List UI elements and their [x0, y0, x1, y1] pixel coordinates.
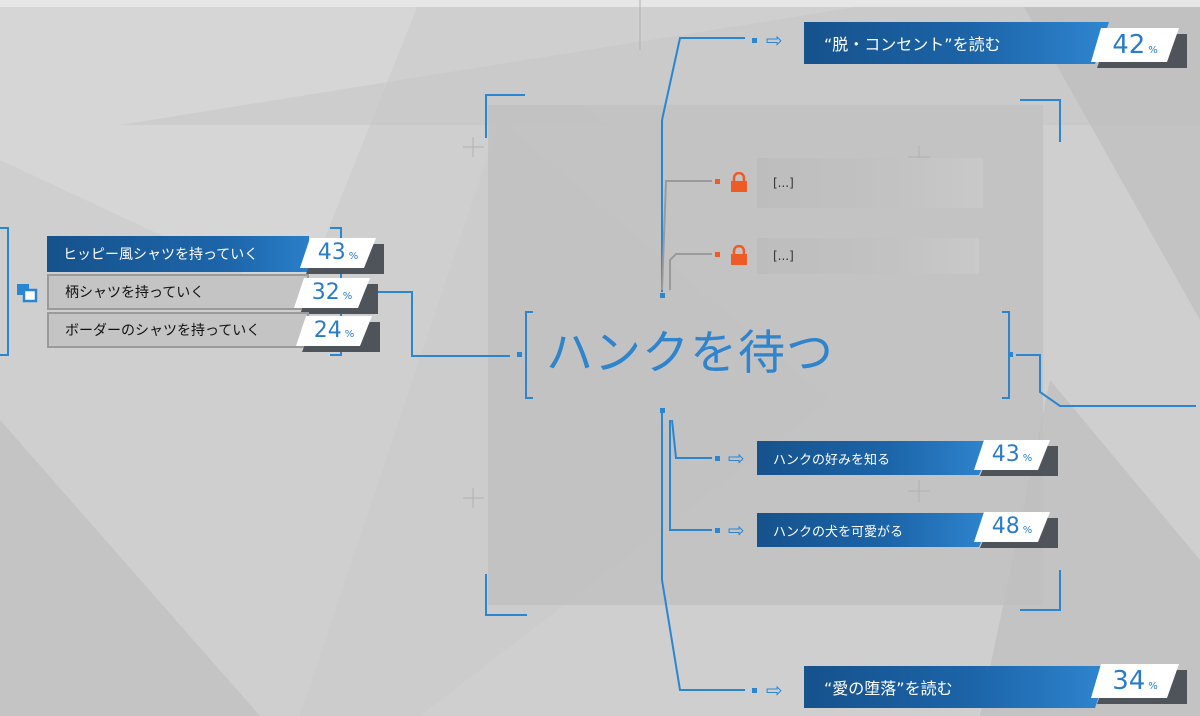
option-hippie-shirt[interactable]: ヒッピー風シャツを持っていく — [47, 236, 309, 272]
percent-unit: % — [1148, 45, 1158, 56]
arrow-right-icon: ⇨ — [766, 678, 783, 702]
connector-dot — [752, 688, 757, 693]
locked-option: [...] — [757, 238, 979, 274]
percent-tag: 43% — [300, 238, 384, 274]
locked-option-label: [...] — [773, 176, 794, 190]
option-patterned-shirt[interactable]: 柄シャツを持っていく — [47, 274, 309, 310]
stacked-squares-icon — [17, 284, 38, 303]
option-hank-preferences[interactable]: ハンクの好みを知る — [757, 441, 993, 475]
percent-value: 24 — [313, 318, 342, 343]
locked-option: [...] — [757, 158, 983, 208]
percent-tag: 34% — [1091, 664, 1187, 706]
percent-tag: 48% — [974, 512, 1058, 548]
percent-unit: % — [348, 251, 359, 262]
percent-tag: 42% — [1091, 28, 1187, 70]
connector-dot — [752, 38, 757, 43]
option-label: “脱・コンセント”を読む — [824, 35, 1001, 54]
locked-option-label: [...] — [773, 249, 794, 263]
percent-unit: % — [342, 291, 353, 302]
option-striped-shirt[interactable]: ボーダーのシャツを持っていく — [47, 312, 309, 348]
option-read-datsu-consent[interactable]: “脱・コンセント”を読む — [804, 22, 1109, 64]
option-read-ai-no-daraku[interactable]: “愛の堕落”を読む — [804, 666, 1109, 708]
arrow-right-icon: ⇨ — [766, 28, 783, 52]
option-label: ボーダーのシャツを持っていく — [65, 323, 261, 339]
connector-dot — [715, 252, 720, 257]
percent-tag: 32% — [294, 278, 378, 314]
percent-value: 42 — [1112, 30, 1146, 60]
percent-unit: % — [1022, 525, 1033, 536]
connector-dot — [715, 528, 720, 533]
option-label: ハンクの犬を可愛がる — [773, 524, 904, 540]
percent-value: 43 — [317, 240, 346, 265]
option-label: “愛の堕落”を読む — [824, 679, 953, 698]
percent-value: 34 — [1112, 666, 1146, 696]
option-label: ハンクの好みを知る — [773, 452, 891, 468]
percent-value: 32 — [311, 280, 340, 305]
option-label: ヒッピー風シャツを持っていく — [63, 247, 259, 263]
lock-icon — [731, 245, 747, 265]
main-choice-title: ハンクを待つ — [546, 326, 834, 381]
connector-dot — [715, 179, 720, 184]
percent-unit: % — [1148, 681, 1158, 692]
percent-unit: % — [344, 329, 355, 340]
percent-value: 43 — [991, 442, 1020, 467]
percent-value: 48 — [991, 514, 1020, 539]
connector-dot — [715, 456, 720, 461]
percent-unit: % — [1022, 453, 1033, 464]
lock-icon — [731, 172, 747, 192]
arrow-right-icon: ⇨ — [728, 518, 745, 542]
option-label: 柄シャツを持っていく — [65, 285, 205, 301]
option-pet-hank-dog[interactable]: ハンクの犬を可愛がる — [757, 513, 993, 547]
percent-tag: 24% — [296, 316, 380, 352]
percent-tag: 43% — [974, 440, 1058, 476]
arrow-right-icon: ⇨ — [728, 446, 745, 470]
